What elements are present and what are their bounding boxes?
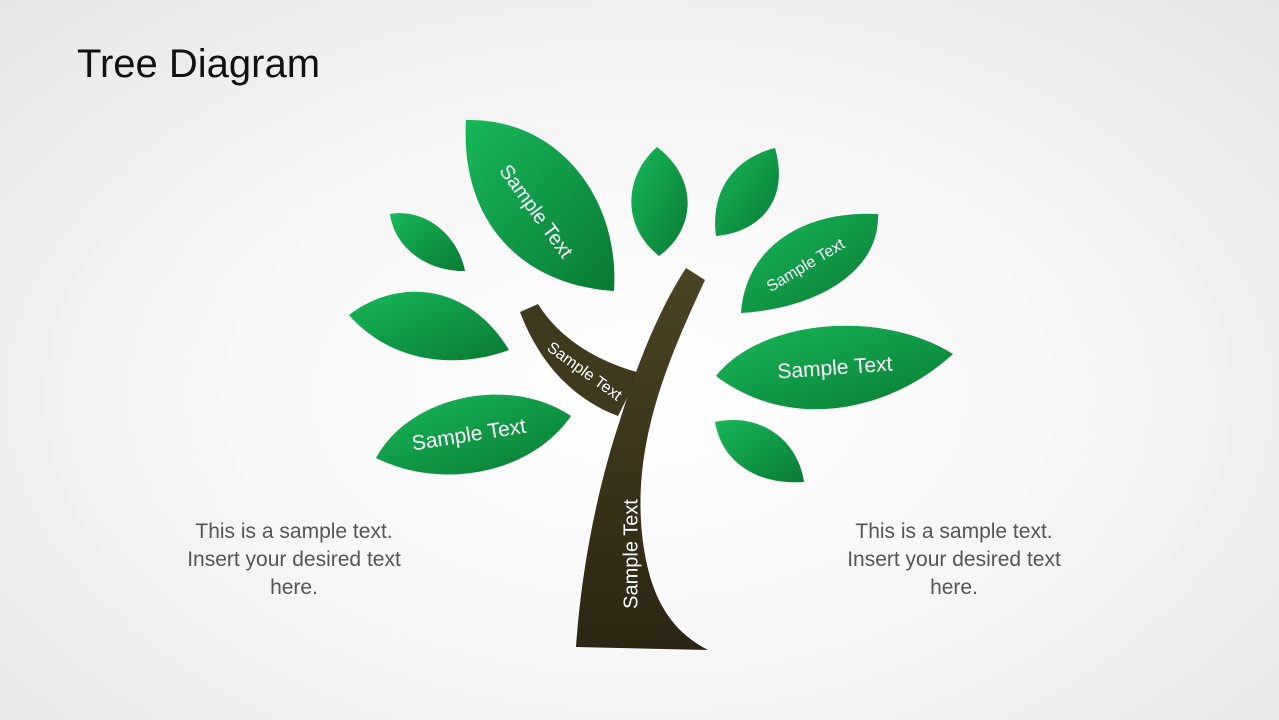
leaf-top-left-large (465, 119, 615, 291)
right-description: This is a sample text. Insert your desir… (819, 518, 1089, 602)
right-description-line: here. (930, 576, 978, 599)
slide-title: Tree Diagram (77, 42, 321, 86)
right-description-line: Insert your desired text (847, 548, 1061, 571)
leaf-left-small (390, 213, 465, 272)
tree-branch (520, 304, 637, 416)
leaf-lower-right-small (715, 419, 804, 483)
leaf-top-center (631, 147, 688, 256)
leaf-lower-left (376, 394, 571, 475)
leaf-upper-right (741, 213, 879, 313)
leaf-left-middle (349, 291, 509, 361)
leaf-middle-right (716, 325, 953, 410)
left-description-line: This is a sample text. (195, 520, 393, 543)
left-description-line: Insert your desired text (187, 548, 401, 571)
right-description-line: This is a sample text. (855, 520, 1053, 543)
left-description: This is a sample text. Insert your desir… (159, 518, 429, 602)
tree-trunk (576, 268, 708, 650)
leaf-top-right (715, 148, 779, 236)
trunk-label: Sample Text (620, 499, 642, 609)
left-description-line: here. (270, 576, 318, 599)
